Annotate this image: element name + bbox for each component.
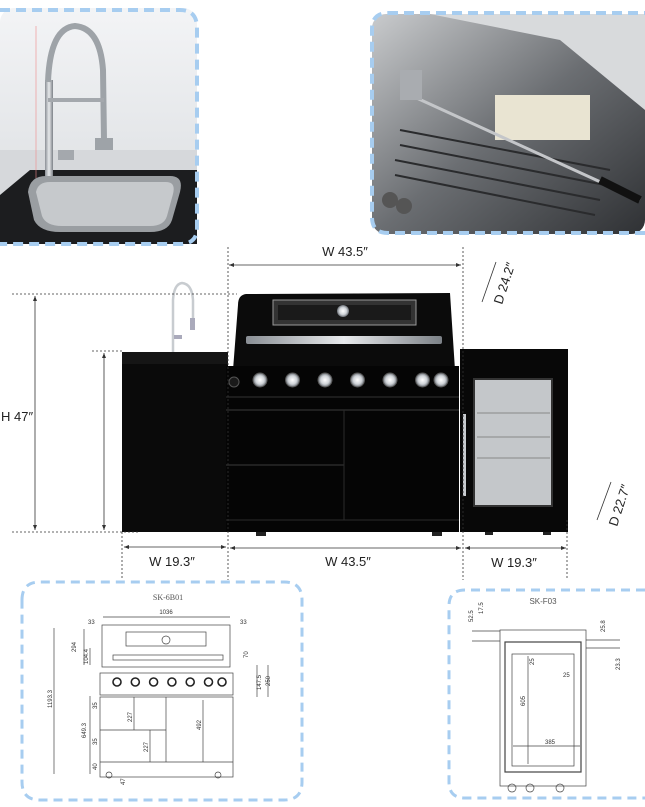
fridge-drawing bbox=[472, 629, 620, 793]
dim-top-gap: 17.5 bbox=[479, 602, 485, 614]
label-height: H 47″ bbox=[1, 409, 33, 424]
dimension-arrowheads bbox=[33, 263, 566, 550]
burner-knob bbox=[350, 372, 365, 388]
burner-knob bbox=[252, 372, 268, 388]
label-grill-depth: D 24.2″ bbox=[491, 260, 519, 306]
burner-knob bbox=[285, 372, 300, 388]
dim-side-right: 33 bbox=[240, 620, 247, 626]
ignition-button bbox=[228, 376, 240, 388]
faucet-sink-photo bbox=[0, 8, 197, 244]
label-sink-width: W 19.3″ bbox=[149, 554, 195, 569]
drawing-knob bbox=[130, 677, 141, 687]
drawing-knob bbox=[112, 677, 122, 687]
dim-gap-top: 35 bbox=[93, 702, 99, 709]
dim-gap-mid: 35 bbox=[93, 738, 99, 745]
dim-inner-top: 25 bbox=[530, 658, 536, 665]
dim-total-height: 1193.3 bbox=[48, 689, 54, 708]
photo-frame-grill bbox=[370, 11, 645, 235]
drawing-knob bbox=[217, 677, 227, 687]
dim-base: 40 bbox=[93, 763, 99, 770]
dim-inner-side: 25 bbox=[563, 673, 570, 679]
burner-knob bbox=[317, 372, 333, 388]
drawing-frame-fridge bbox=[447, 588, 645, 800]
dim-panel-total: 250 bbox=[266, 675, 272, 686]
dim-top-right: 70 bbox=[244, 651, 250, 658]
dim-drawer-top: 227 bbox=[128, 711, 134, 722]
grill-cabinet bbox=[226, 366, 459, 532]
lid-handle bbox=[246, 336, 442, 344]
fridge-glass-door bbox=[473, 378, 553, 507]
faucet bbox=[171, 281, 195, 352]
drawing-knob bbox=[185, 677, 195, 687]
dim-total-width: 1036 bbox=[159, 610, 173, 616]
outdoor-kitchen-product bbox=[122, 281, 568, 536]
label-fridge-width: W 19.3″ bbox=[491, 555, 537, 570]
dimension-lines bbox=[12, 247, 612, 580]
burner-knob bbox=[382, 372, 398, 388]
grill-knob-drawing bbox=[112, 677, 227, 687]
dim-right-second: 23.3 bbox=[616, 658, 622, 670]
dim-handle-offset: 104.4 bbox=[84, 648, 90, 664]
drawing-frame-grill bbox=[20, 580, 304, 802]
label-grill-width-top: W 43.5″ bbox=[322, 244, 368, 259]
drawing-knob bbox=[148, 677, 159, 687]
burner-knob bbox=[415, 372, 430, 388]
dim-panel-height: 147.5 bbox=[257, 674, 263, 690]
drawing-knob bbox=[167, 677, 177, 687]
dim-drawer-bottom: 227 bbox=[144, 741, 150, 752]
photo-frame-faucet bbox=[0, 8, 199, 246]
label-fridge-depth: D 22.7″ bbox=[606, 482, 634, 528]
grill-drawing bbox=[53, 616, 269, 779]
dim-inner-width: 385 bbox=[545, 740, 556, 746]
dim-door-height: 492 bbox=[197, 719, 203, 730]
grill-model-label: SK-6B01 bbox=[153, 593, 183, 602]
fridge-model-label: SK-F03 bbox=[529, 597, 557, 606]
sink-cabinet bbox=[122, 352, 228, 532]
dim-side-left: 33 bbox=[88, 620, 95, 626]
label-grill-width-bottom: W 43.5″ bbox=[325, 554, 371, 569]
dim-cabinet-height: 649.3 bbox=[82, 722, 88, 738]
fridge-handle bbox=[463, 414, 466, 496]
dim-top-total: 52.5 bbox=[469, 610, 475, 622]
drawing-knob bbox=[203, 677, 214, 687]
dim-wheel: 47 bbox=[121, 778, 127, 785]
dim-right-top: 25.8 bbox=[601, 620, 607, 632]
grill-interior-photo bbox=[372, 14, 645, 234]
burner-knobs bbox=[252, 372, 449, 388]
dim-lid-height: 294 bbox=[72, 641, 78, 652]
burner-knob bbox=[433, 372, 449, 388]
dim-inner-height: 605 bbox=[521, 695, 527, 706]
